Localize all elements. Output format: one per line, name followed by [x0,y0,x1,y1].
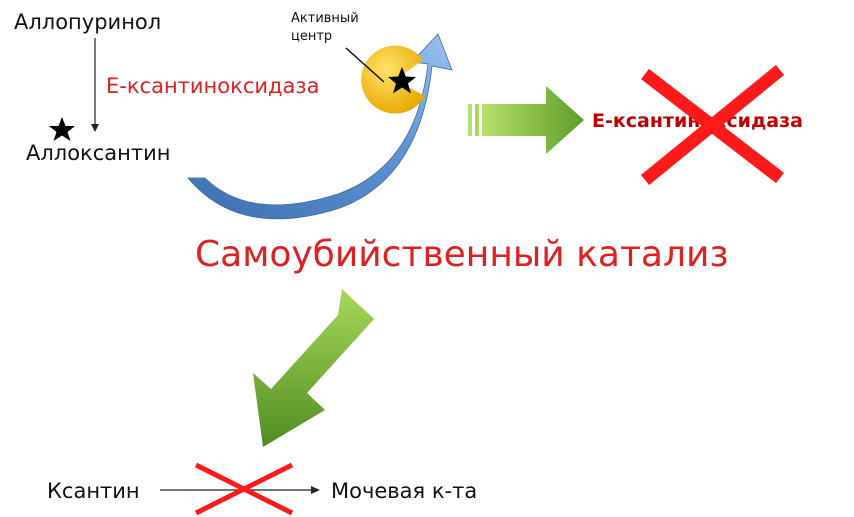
allopurinol-label: Аллопуринол [14,10,162,34]
xanthine-label: Ксантин [47,479,140,503]
active-site-label-line1: Активный [291,11,359,26]
uric-acid-label: Мочевая к-та [331,479,478,503]
alloxanthine-label: Аллоксантин [26,141,171,165]
green-right-arrow [468,86,584,154]
black-star-icon [388,67,416,94]
black-star-icon [49,117,75,141]
active-site-label: Активный центр [291,10,359,46]
allopurinol-to-alloxanthine-arrow [91,38,99,132]
xanthine-to-uric-acid-arrow [160,486,320,494]
xanthine-oxidase-label: Е-ксантиноксидаза [106,74,320,98]
active-site-pointer [345,47,385,83]
green-diagonal-arrow [253,289,379,447]
inactivated-enzyme-label: Е-ксантиноксидаза [592,110,803,132]
active-site-label-line2: центр [291,29,333,44]
suicide-catalysis-title: Самоубийственный катализ [195,234,729,275]
curved-blue-arrow [187,33,453,220]
